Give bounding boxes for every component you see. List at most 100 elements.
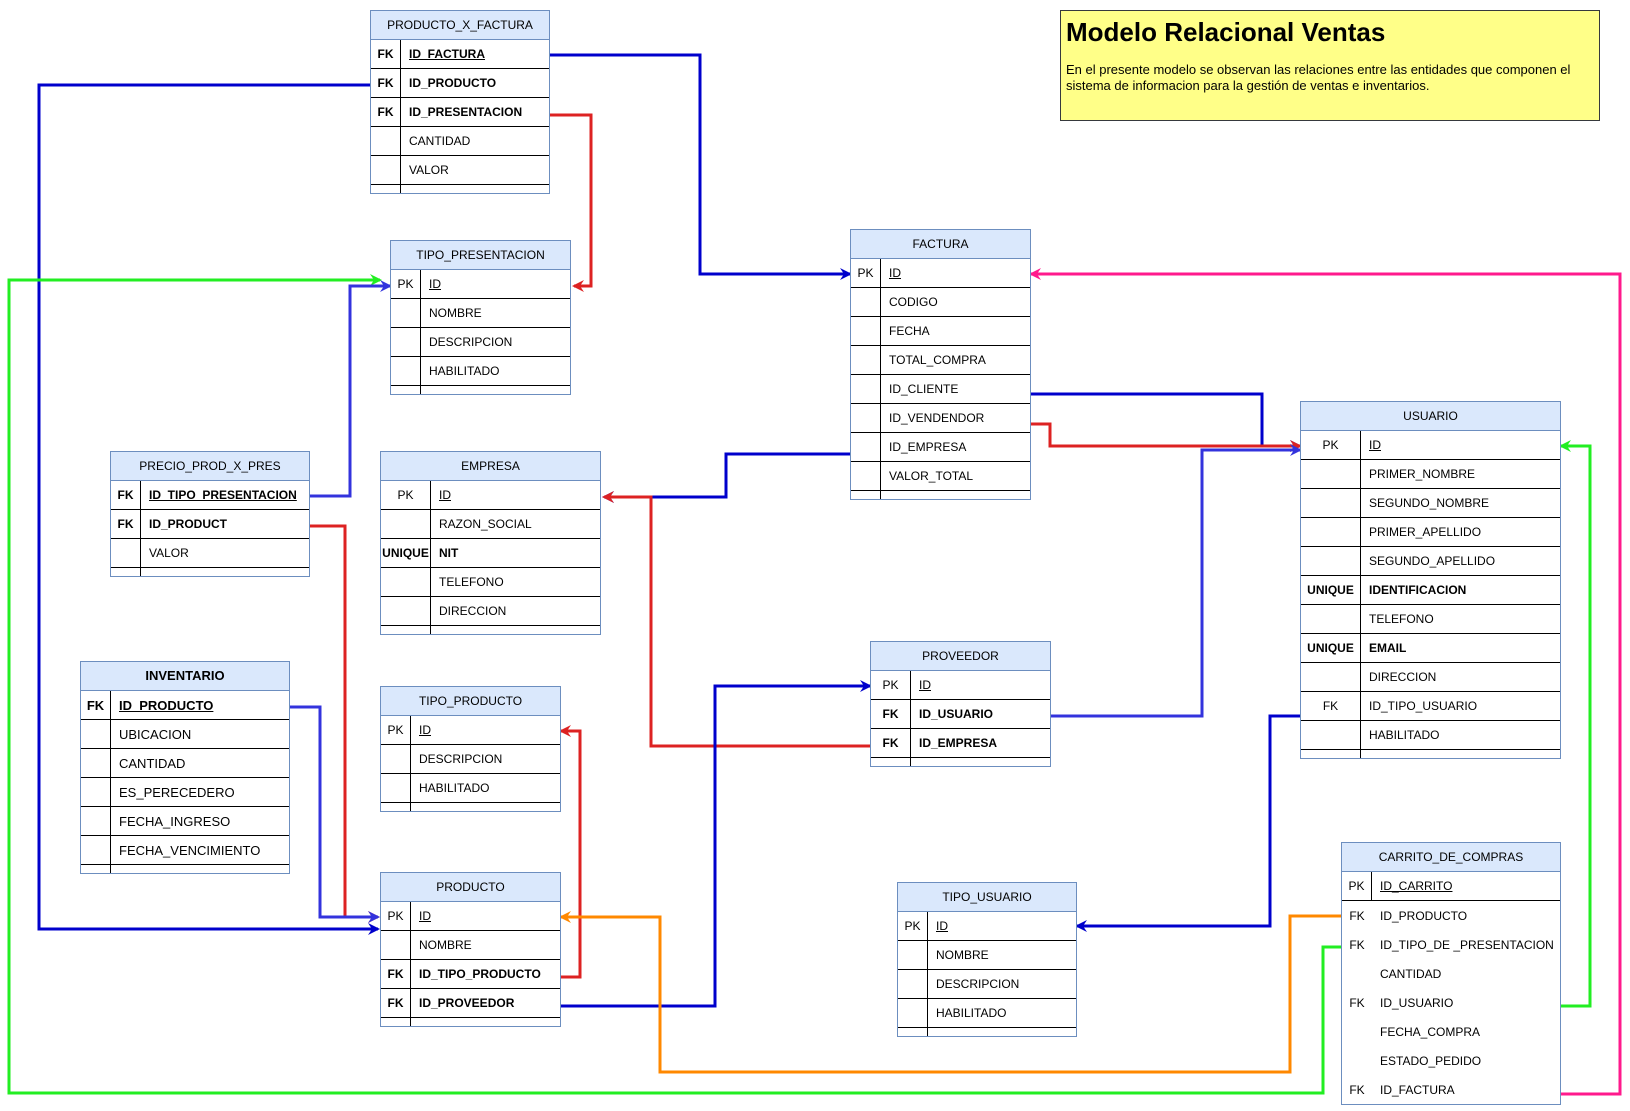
field-name: ID [419,723,431,737]
field-name: NOMBRE [936,948,989,962]
field-name: ID_EMPRESA [919,736,998,750]
title-note: Modelo Relacional Ventas En el presente … [1060,10,1600,121]
field-key [81,807,111,835]
field-name: ID_USUARIO [1380,995,1454,1010]
field-name: NIT [439,546,459,560]
field-row: DESCRIPCION [898,970,1076,999]
field-name: ID [1369,438,1381,452]
field-row: ID_CLIENTE [851,375,1030,404]
field-name: PRIMER_NOMBRE [1369,467,1476,481]
field-name: FECHA_COMPRA [1380,1024,1481,1039]
field-key [851,462,881,490]
field-key: UNIQUE [381,539,431,567]
field-name: UBICACION [119,726,192,742]
field-key: FK [81,691,111,719]
field-name: ID_USUARIO [919,707,994,721]
field-name: ID_TIPO_DE _PRESENTACION [1380,937,1554,952]
field-key: PK [1301,431,1361,459]
field-name: ID_PRODUCTO [119,697,214,713]
field-key: FK [1349,1082,1365,1097]
field-name: ID_PROVEEDOR [419,996,515,1010]
diagram-title: Modelo Relacional Ventas [1066,17,1386,47]
field-key [371,156,401,184]
field-key [381,510,431,538]
field-key [1301,663,1361,691]
field-name: DESCRIPCION [936,977,1020,991]
field-row: HABILITADO [898,999,1076,1028]
field-name: HABILITADO [429,364,500,378]
field-name: ID_TIPO_PRESENTACION [149,488,297,502]
field-name: ID [419,909,431,923]
field-key: FK [371,40,401,68]
entity-title: EMPRESA [381,452,600,481]
field-row: TELEFONO [381,568,600,597]
entity-title: CARRITO_DE_COMPRAS [1342,843,1560,872]
field-name: EMAIL [1369,641,1407,655]
field-key: PK [381,716,411,744]
field-name: SEGUNDO_APELLIDO [1369,554,1496,568]
connector-producto-tipo [559,725,582,979]
field-name: VALOR [409,163,449,177]
connector-proveedor-empresa [602,491,870,748]
entity-title: INVENTARIO [81,662,289,691]
field-key [381,774,411,802]
field-key: FK [871,700,911,728]
field-row: FK ID_PRODUCTO [81,691,289,720]
field-name: ID_FACTURA [409,47,486,61]
connector-producto-proveedor [560,680,872,1008]
connector-factura-vendedor [1030,422,1302,452]
field-row: DESCRIPCION [381,745,560,774]
entity-title: TIPO_PRESENTACION [391,241,570,270]
connector-inventario-producto [290,705,380,923]
field-row: UBICACION [81,720,289,749]
field-name: ID [936,919,948,933]
field-name: ID_CLIENTE [889,382,959,396]
field-name: DESCRIPCION [419,752,503,766]
connector-factura [550,53,852,280]
field-row: CODIGO [851,288,1030,317]
field-name: CODIGO [889,295,938,309]
field-key [81,720,111,748]
field-key: PK [898,912,928,940]
field-key: PK [871,671,911,699]
field-row: VALOR [371,156,549,185]
field-row: FK ID_FACTURA [371,40,549,69]
field-name: HABILITADO [936,1006,1007,1020]
field-name: ID_PRESENTACION [409,105,523,119]
entity-title: PRODUCTO [381,873,560,902]
field-key [1301,489,1361,517]
connector-usuario-tipo [1075,714,1300,932]
field-name: ID [889,266,901,280]
field-key [81,836,111,864]
field-key [898,999,928,1027]
field-row: RAZON_SOCIAL [381,510,600,539]
entity-title: USUARIO [1301,402,1560,431]
field-name: TELEFONO [1369,612,1434,626]
field-name: ES_PERECEDERO [119,784,235,800]
field-row: FECHA_COMPRA [1342,1017,1560,1046]
field-row: FECHA_INGRESO [81,807,289,836]
field-row: UNIQUE NIT [381,539,600,568]
field-key [381,745,411,773]
